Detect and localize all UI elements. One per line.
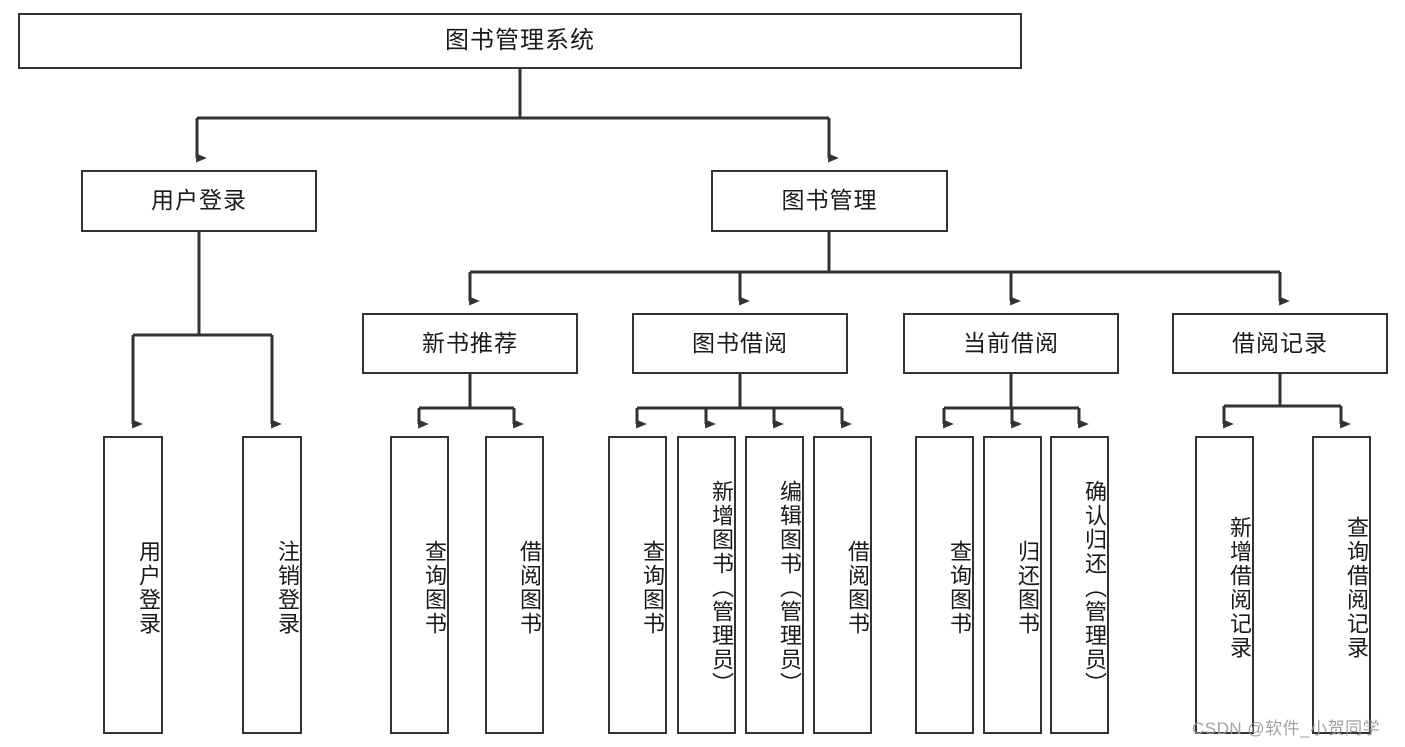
node-current-borrow[interactable]: 当前借阅 <box>903 313 1119 374</box>
edge-group-user-login <box>131 232 282 429</box>
node-new-book-recommend[interactable]: 新书推荐 <box>362 313 578 374</box>
node-leaf-query-book-3[interactable]: 查询图书 <box>915 436 974 734</box>
node-leaf-query-borrow-record[interactable]: 查询借阅记录 <box>1312 436 1371 734</box>
node-leaf-confirm-return-admin[interactable]: 确认归还（管理员） <box>1050 436 1109 734</box>
node-leaf-edit-book-admin[interactable]: 编辑图书（管理员） <box>745 436 804 734</box>
node-leaf-borrow-book-2[interactable]: 借阅图书 <box>813 436 872 734</box>
node-leaf-add-book-admin[interactable]: 新增图书（管理员） <box>677 436 736 734</box>
edge-group-root <box>195 69 839 163</box>
csdn-watermark: CSDN @软件_小贺同学 <box>1192 719 1381 738</box>
node-book-management[interactable]: 图书管理 <box>711 170 948 232</box>
node-leaf-user-login[interactable]: 用户登录 <box>103 436 163 734</box>
edge-group-book-borrow <box>635 374 852 429</box>
edge-group-new-book-recommend <box>417 374 524 429</box>
node-leaf-borrow-book-1[interactable]: 借阅图书 <box>485 436 544 734</box>
edge-group-borrow-record <box>1222 374 1351 429</box>
node-root-book-management-system[interactable]: 图书管理系统 <box>18 13 1022 69</box>
node-leaf-return-book[interactable]: 归还图书 <box>983 436 1042 734</box>
node-leaf-query-book-2[interactable]: 查询图书 <box>608 436 667 734</box>
node-leaf-add-borrow-record[interactable]: 新增借阅记录 <box>1195 436 1254 734</box>
node-borrow-record[interactable]: 借阅记录 <box>1172 313 1388 374</box>
edge-group-current-borrow <box>942 374 1089 429</box>
node-book-borrow[interactable]: 图书借阅 <box>632 313 848 374</box>
node-user-login[interactable]: 用户登录 <box>81 170 317 232</box>
node-leaf-logout[interactable]: 注销登录 <box>242 436 302 734</box>
node-leaf-query-book-1[interactable]: 查询图书 <box>390 436 449 734</box>
edge-group-book-manage <box>468 232 1290 306</box>
